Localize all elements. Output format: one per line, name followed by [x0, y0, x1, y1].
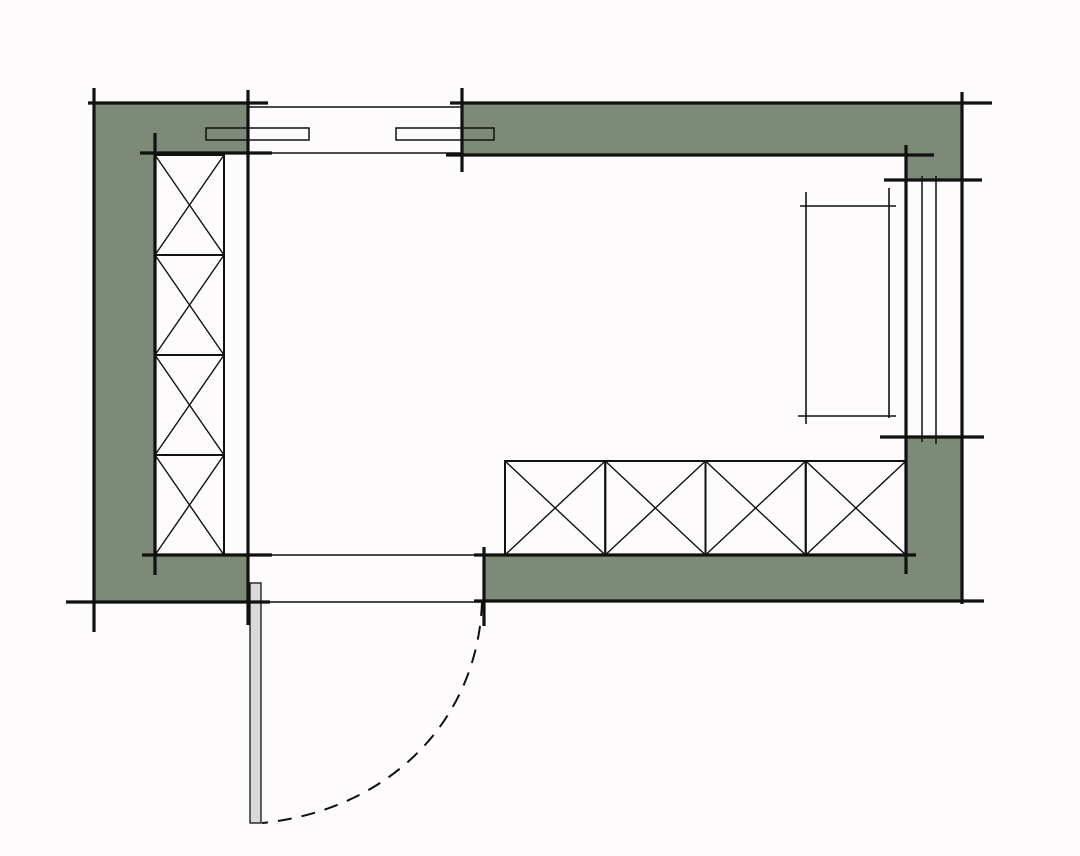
window-pane-right	[395, 127, 495, 141]
window-pane-left	[205, 127, 310, 141]
door-leaf	[249, 582, 262, 824]
window-top-wall	[205, 106, 495, 154]
sketch-ticks	[66, 88, 992, 632]
bench-furniture	[798, 188, 896, 424]
entry-door	[248, 554, 484, 824]
door-swing-arc	[261, 601, 483, 824]
storage-unit-left-wall	[154, 154, 225, 556]
